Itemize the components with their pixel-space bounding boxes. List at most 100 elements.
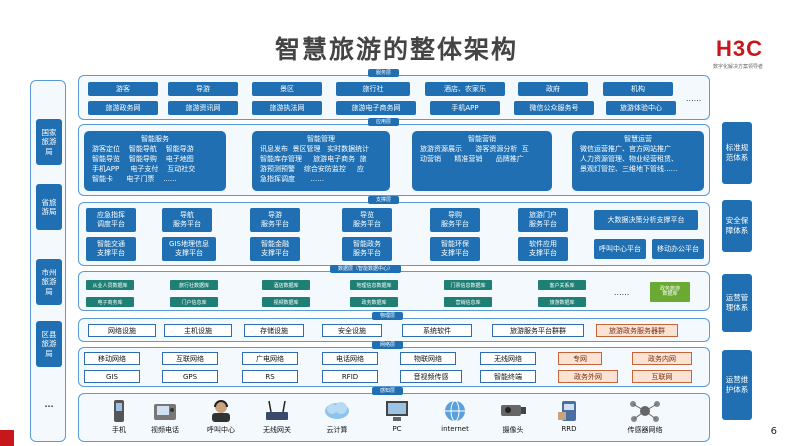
video-phone-icon: [154, 404, 176, 420]
standards-system: 标准规范体系: [722, 122, 752, 184]
card-body: 讯息发布 景区管理 实时数据统计 智能库存管理 旅游电子商务 旅 游预测预警 综…: [260, 145, 370, 183]
wireless-gateway-icon: [266, 400, 288, 420]
network-item: 电话网络: [322, 352, 378, 365]
service-channel: 旅游体验中心: [606, 101, 676, 115]
database-item: 视频数据库: [262, 297, 310, 307]
device-pc: PC: [362, 398, 432, 433]
device-label: 云计算: [326, 426, 348, 434]
database-item: 旅游数据库: [538, 297, 586, 307]
private-network: 专网: [558, 352, 602, 365]
infra-item: 主机设施: [164, 324, 232, 337]
gov-tourism-database: 政务旅游 数据库: [650, 282, 690, 302]
page-number: 6: [770, 426, 777, 437]
infra-item: 系统软件: [402, 324, 472, 337]
mobile-office-platform: 移动办公平台: [652, 239, 704, 259]
database-item: 门票信息数据库: [444, 280, 492, 290]
device-video-phone: 视频电话: [130, 398, 200, 435]
gov-intranet: 政务内网: [632, 352, 692, 365]
sensing-tech-item: RFID: [322, 370, 378, 383]
internet-network: 互联网: [632, 370, 692, 383]
smart-operations-card: 智慧运营 微信运营推广、官方网站推广 人力资源管理、物业经营租赁、 景观灯管控、…: [572, 131, 704, 191]
sensing-tech-item: GIS: [84, 370, 140, 383]
data-more: ......: [614, 288, 630, 297]
card-body: 游客定位 智能导航 智能导游 智能导览 智能导购 电子地图 手机APP 电子支付…: [92, 145, 196, 183]
database-item: 门户信息库: [170, 297, 218, 307]
sensing-tech-item: 音视频传感: [400, 370, 462, 383]
support-platform: 智能环保 支撑平台: [430, 237, 480, 261]
gov-server-group: 旅游政务服务器群: [596, 324, 678, 337]
rfid-reader-icon: [558, 401, 576, 421]
physical-layer-tag: 物理层: [372, 312, 404, 320]
support-platform: 智能政务 服务平台: [342, 237, 392, 261]
database-item: 酒店数据库: [262, 280, 310, 290]
admin-level-column: 国家旅游局 省旅游局 市州旅游局 区县旅游局 ...: [30, 80, 66, 442]
support-platform: 导购 服务平台: [430, 208, 480, 232]
database-item: 从业人员数据库: [86, 280, 134, 290]
service-item: 政府: [518, 82, 588, 96]
globe-icon: [445, 400, 465, 422]
database-item: 政务数据库: [350, 297, 398, 307]
infra-item: 存储设施: [244, 324, 304, 337]
service-layer-tag: 服务层: [368, 69, 400, 77]
support-platform: 旅游门户 服务平台: [518, 208, 568, 232]
device-label: PC: [392, 425, 402, 433]
device-label: 传感器网络: [627, 426, 663, 434]
support-platform: 应急指挥 调度平台: [86, 208, 136, 232]
database-item: 地理信息数据库: [350, 280, 398, 290]
more-levels: ...: [44, 400, 54, 409]
logo-brand: H3C: [715, 36, 763, 61]
network-item: 广电网络: [242, 352, 298, 365]
support-platform: 软件应用 支撑平台: [518, 237, 568, 261]
device-label: internet: [441, 425, 469, 433]
infra-item: 旅游服务平台群群: [492, 324, 584, 337]
operations-maintenance-system: 运营维护体系: [722, 350, 752, 420]
device-wireless-gateway: 无线网关: [242, 398, 312, 435]
service-item: 酒店、农家乐: [425, 82, 505, 96]
support-platform: 导览 服务平台: [342, 208, 392, 232]
bigdata-platform: 大数据决策分析支撑平台: [594, 210, 698, 230]
support-platform: GIS地理信息 支撑平台: [162, 237, 216, 261]
network-item: 物联网络: [400, 352, 456, 365]
sensing-tech-item: RS: [242, 370, 298, 383]
service-channel: 手机APP: [430, 101, 500, 115]
smart-management-card: 智能管理 讯息发布 景区管理 实时数据统计 智能库存管理 旅游电子商务 旅 游预…: [252, 131, 390, 191]
security-system: 安全保障体系: [722, 200, 752, 252]
provincial-tourism-bureau: 省旅游局: [36, 184, 62, 230]
corner-accent: [0, 430, 14, 446]
network-item: 无线网络: [480, 352, 536, 365]
mobile-phone-icon: [114, 400, 124, 422]
support-platform: 导游 服务平台: [250, 208, 300, 232]
application-layer-tag: 应用层: [368, 118, 400, 126]
smart-marketing-card: 智能营销 旅游资源展示 游客资源分析 互 动营销 精准营销 品牌推广: [412, 131, 552, 191]
page-title: 智慧旅游的整体架构: [274, 35, 518, 64]
cloud-computing-icon: [325, 402, 349, 419]
gov-extranet: 政务外网: [558, 370, 618, 383]
h3c-logo: H3C 数字化解决方案领导者: [713, 36, 763, 70]
device-call-center: 呼叫中心: [186, 398, 256, 435]
service-channel: 微信公众服务号: [514, 101, 594, 115]
service-item: 游客: [88, 82, 158, 96]
device-internet: internet: [420, 398, 490, 433]
device-label: 无线网关: [263, 426, 291, 434]
sensing-tech-item: GPS: [162, 370, 218, 383]
card-title: 智能管理: [307, 135, 335, 143]
service-item: 导游: [168, 82, 238, 96]
infra-item: 网络设施: [88, 324, 156, 337]
camera-icon: [501, 405, 526, 416]
device-label: 呼叫中心: [207, 426, 235, 434]
service-channel: 旅游电子商务网: [336, 101, 416, 115]
device-sensor-network: 传感器网络: [610, 398, 680, 435]
card-title: 智慧运营: [624, 135, 652, 143]
device-cloud: 云计算: [302, 398, 372, 435]
service-item: 景区: [252, 82, 322, 96]
support-platform: 导航 服务平台: [162, 208, 212, 232]
device-rfid: RRD: [534, 398, 604, 433]
support-layer-tag: 支撑层: [368, 196, 400, 204]
service-more: ......: [686, 94, 702, 103]
city-tourism-bureau: 市州旅游局: [36, 259, 62, 305]
service-channel: 旅游政务网: [88, 101, 158, 115]
card-body: 微信运营推广、官方网站推广 人力资源管理、物业经营租赁、 景观灯管控、三维地下管…: [580, 145, 678, 173]
data-layer-tag: 数据层（智能数据中心）: [330, 265, 402, 273]
sensing-tech-item: 智能终端: [480, 370, 536, 383]
service-item: 旅行社: [336, 82, 410, 96]
